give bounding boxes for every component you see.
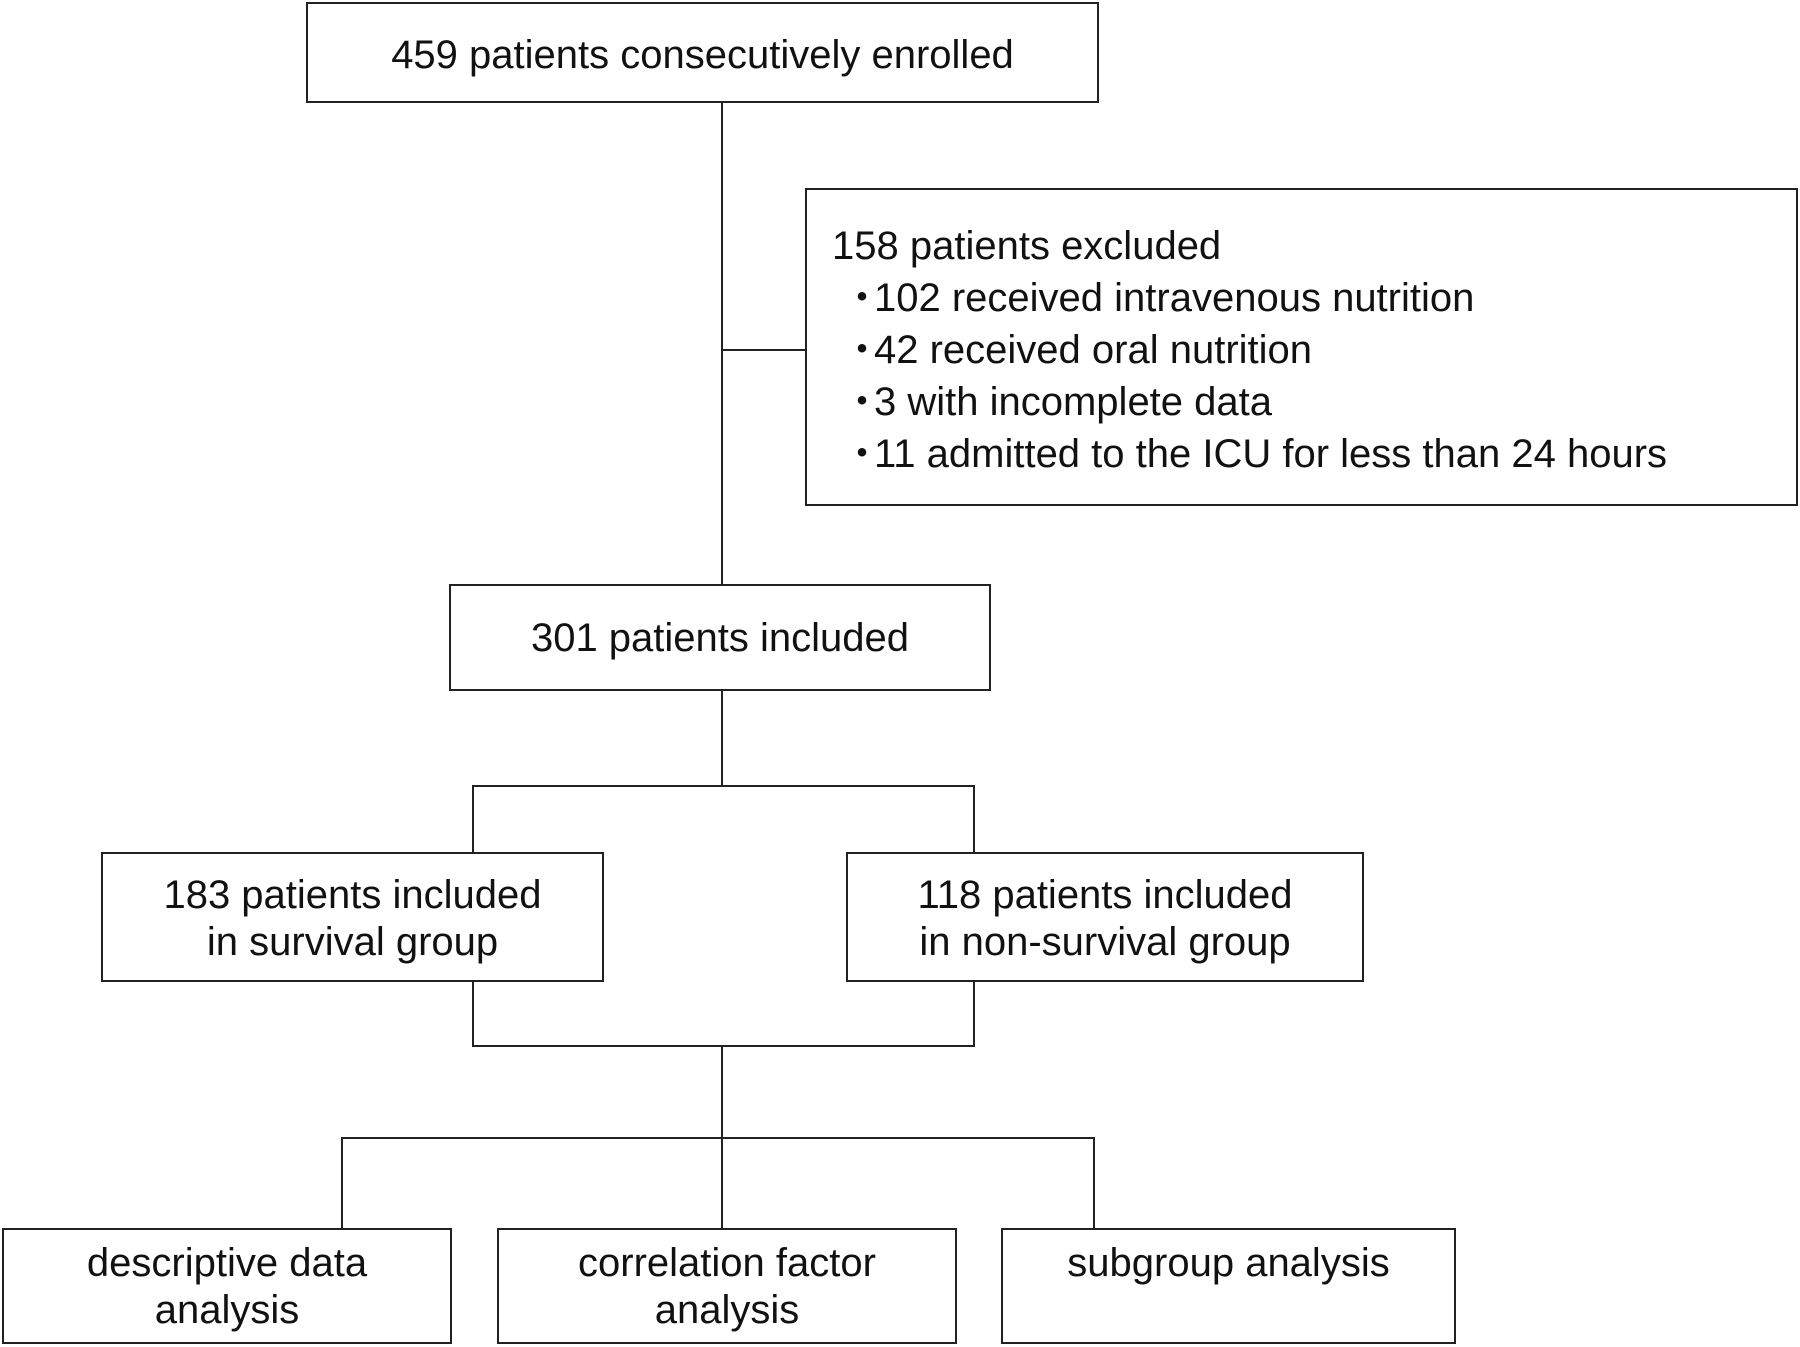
- exclusion-reason: ・42 received oral nutrition: [832, 324, 1796, 376]
- bullet-icon: ・: [842, 276, 882, 320]
- exclusion-reason: ・102 received intravenous nutrition: [832, 272, 1796, 324]
- enrolled-text: 459 patients consecutively enrolled: [391, 33, 1014, 77]
- included-text: 301 patients included: [530, 616, 910, 660]
- subgroup-analysis-box: subgroup analysis: [1001, 1228, 1456, 1344]
- correlation-analysis-line: analysis: [654, 1288, 800, 1332]
- survival-group-box: 183 patients included in survival group: [101, 852, 604, 982]
- exclusion-reason: ・3 with incomplete data: [832, 376, 1796, 428]
- nonsurvival-group-box: 118 patients included in non-survival gr…: [846, 852, 1364, 982]
- descriptive-analysis-line: descriptive data: [86, 1241, 368, 1285]
- bullet-icon: ・: [842, 380, 882, 424]
- bullet-icon: ・: [842, 432, 882, 476]
- correlation-analysis-line: correlation factor: [578, 1241, 876, 1285]
- survival-group-line: in survival group: [206, 920, 499, 964]
- connector-split-groups: [472, 785, 975, 852]
- connector-split-analyses: [341, 1137, 1095, 1228]
- descriptive-analysis-line: analysis: [154, 1288, 300, 1332]
- included-box: 301 patients included: [449, 584, 991, 691]
- exclusion-reason: ・11 admitted to the ICU for less than 24…: [832, 428, 1796, 480]
- survival-group-line: 183 patients included: [163, 873, 542, 917]
- nonsurvival-group-line: in non-survival group: [919, 920, 1291, 964]
- bullet-icon: ・: [842, 328, 882, 372]
- excluded-title: 158 patients excluded: [832, 224, 1222, 268]
- nonsurvival-group-line: 118 patients included: [917, 873, 1293, 917]
- descriptive-analysis-box: descriptive data analysis: [2, 1228, 452, 1344]
- connector-merge-groups: [472, 982, 975, 1047]
- enrolled-box: 459 patients consecutively enrolled: [306, 2, 1099, 103]
- correlation-analysis-box: correlation factor analysis: [497, 1228, 957, 1344]
- exclusion-reason-list: ・102 received intravenous nutrition ・42 …: [832, 272, 1796, 480]
- subgroup-analysis-line: subgroup analysis: [1067, 1241, 1390, 1285]
- excluded-box: 158 patients excluded ・102 received intr…: [805, 188, 1798, 506]
